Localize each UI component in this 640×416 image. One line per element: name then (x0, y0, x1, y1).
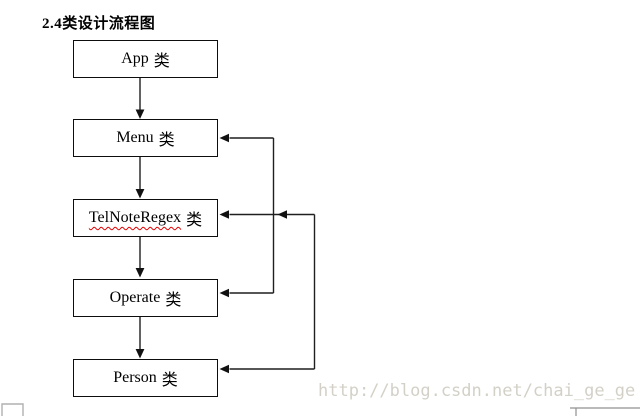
flow-box-person-label: Person (113, 369, 157, 386)
flow-box-app-label: App (121, 50, 149, 67)
return-connector-trunk1 (219, 133, 275, 298)
flow-box-menu-label: Menu (116, 129, 154, 146)
return-connector-trunk2 (219, 210, 316, 374)
arrow-telnoteregex-to-operate (135, 237, 145, 278)
flow-box-person-suffix: 类 (161, 372, 178, 389)
flow-box-telnoteregex-suffix: 类 (186, 212, 203, 229)
watermark-url: http://blog.csdn.net/chai_ge_ge (318, 381, 636, 401)
flow-box-operate-suffix: 类 (165, 292, 182, 309)
arrow-menu-to-telnoteregex (135, 157, 145, 199)
flow-box-app-suffix: 类 (153, 53, 170, 70)
arrow-app-to-menu (135, 78, 145, 119)
section-title: 2.4类设计流程图 (42, 16, 156, 32)
corner-mark-bottom-left (1, 403, 24, 416)
flow-box-operate-label: Operate (109, 289, 161, 306)
corner-mark-bottom-right (570, 407, 640, 416)
flow-box-telnoteregex-label: TelNoteRegex (88, 209, 182, 226)
arrow-operate-to-person (135, 317, 145, 359)
flow-box-menu-suffix: 类 (158, 132, 175, 149)
